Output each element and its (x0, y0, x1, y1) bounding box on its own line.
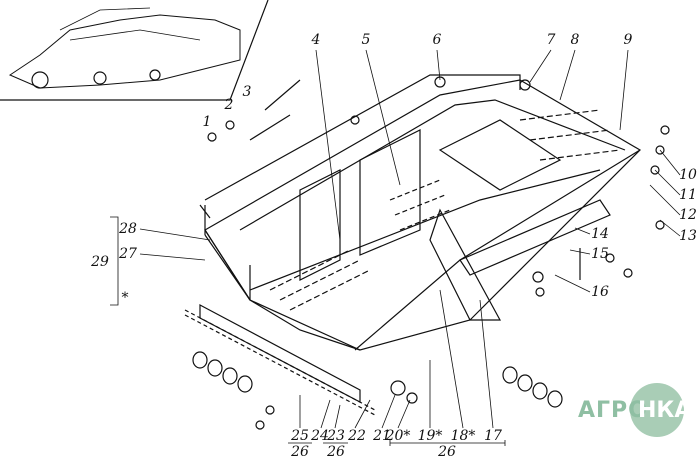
logo-text-right: НКА (638, 398, 692, 423)
callout-11: 11 (679, 187, 697, 203)
callout-asterisk: * (121, 290, 129, 306)
callout-17: 17 (484, 428, 502, 444)
inset-combine-sketch (0, 0, 269, 101)
callout-14: 14 (591, 226, 609, 242)
callout-21: 21 (373, 428, 391, 444)
callout-7: 7 (546, 32, 556, 48)
callout-10: 10 (679, 167, 697, 183)
callout-3: 3 (242, 84, 252, 100)
logo-circle (630, 383, 684, 437)
logo-text-left: АГРО (578, 398, 648, 423)
callout-19: 19* (417, 428, 443, 444)
callout-23: 23 (327, 428, 345, 444)
callout-18: 18* (450, 428, 476, 444)
callout-5: 5 (361, 32, 371, 48)
callout-27: 27 (119, 246, 137, 262)
callout-13: 13 (679, 228, 697, 244)
callout-6: 6 (432, 32, 442, 48)
callout-28: 28 (119, 221, 137, 237)
callout-15: 15 (591, 246, 609, 262)
callout-26-c: 26 (438, 444, 456, 459)
callout-4: 4 (311, 32, 321, 48)
callout-12: 12 (679, 207, 697, 223)
leader-lines (110, 49, 681, 446)
callout-29: 29 (91, 254, 109, 270)
callout-26-b: 26 (327, 444, 345, 459)
callout-26-a: 26 (291, 444, 309, 459)
callout-20: 20* (385, 428, 411, 444)
shaft-assembly (184, 76, 670, 430)
callout-1: 1 (202, 114, 212, 130)
callout-9: 9 (623, 32, 633, 48)
callout-2: 2 (224, 97, 234, 113)
callout-8: 8 (570, 32, 580, 48)
callout-25: 25 (291, 428, 309, 444)
callout-16: 16 (591, 284, 609, 300)
watermark-logo: АГРО НКА (578, 383, 698, 443)
callout-22: 22 (348, 428, 366, 444)
frame (204, 74, 641, 351)
callout-24: 24 (311, 428, 329, 444)
